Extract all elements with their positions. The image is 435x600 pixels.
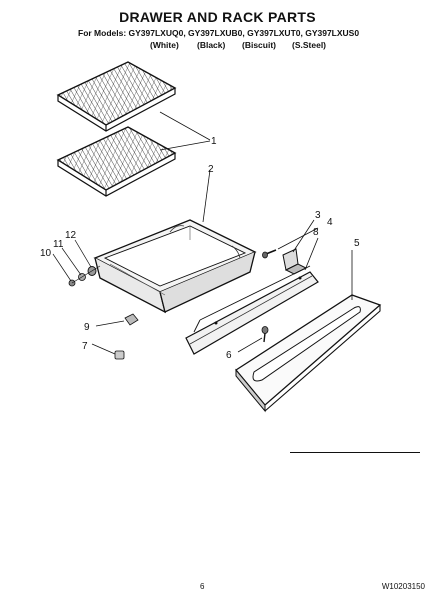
callout-2: 2 bbox=[208, 164, 214, 175]
models-line: For Models: GY397LXUQ0, GY397LXUB0, GY39… bbox=[78, 28, 360, 38]
leader-line-screw-6 bbox=[237, 337, 263, 353]
footer-divider bbox=[290, 452, 420, 453]
callout-6: 6 bbox=[226, 350, 232, 361]
outer-drawer-front bbox=[235, 294, 382, 413]
callout-4: 4 bbox=[327, 217, 333, 228]
bumper-9 bbox=[124, 313, 139, 326]
leader-line-screw bbox=[277, 227, 319, 250]
variant-white: (White) bbox=[150, 40, 179, 50]
variant-black: (Black) bbox=[197, 40, 226, 50]
storage-drawer bbox=[93, 219, 257, 314]
callout-10: 10 bbox=[40, 248, 52, 259]
variant-steel: (S.Steel) bbox=[292, 40, 327, 50]
upper-oven-rack bbox=[56, 61, 177, 132]
callout-12: 12 bbox=[65, 230, 77, 241]
callout-7: 7 bbox=[82, 341, 88, 352]
page-number: 6 bbox=[200, 582, 205, 591]
leader-line-drawer bbox=[202, 169, 211, 223]
clip-7 bbox=[114, 350, 125, 360]
callout-8: 8 bbox=[313, 227, 319, 238]
screw-3 bbox=[262, 249, 277, 259]
screw-6 bbox=[261, 326, 269, 343]
leader-line-panel bbox=[304, 237, 319, 271]
page-title: DRAWER AND RACK PARTS bbox=[119, 9, 316, 25]
callout-9: 9 bbox=[84, 322, 90, 333]
callout-11: 11 bbox=[53, 239, 64, 250]
callout-5: 5 bbox=[354, 238, 360, 249]
lower-oven-rack bbox=[56, 126, 177, 197]
callout-1: 1 bbox=[211, 136, 217, 147]
drawer-bracket bbox=[282, 248, 308, 275]
document-number: W10203150 bbox=[381, 582, 425, 591]
callout-3: 3 bbox=[315, 210, 321, 221]
leader-line-rack-upper bbox=[159, 111, 211, 141]
leader-line-rack-lower bbox=[159, 140, 211, 151]
drawer-front-panel bbox=[185, 265, 319, 355]
variant-biscuit: (Biscuit) bbox=[242, 40, 276, 50]
